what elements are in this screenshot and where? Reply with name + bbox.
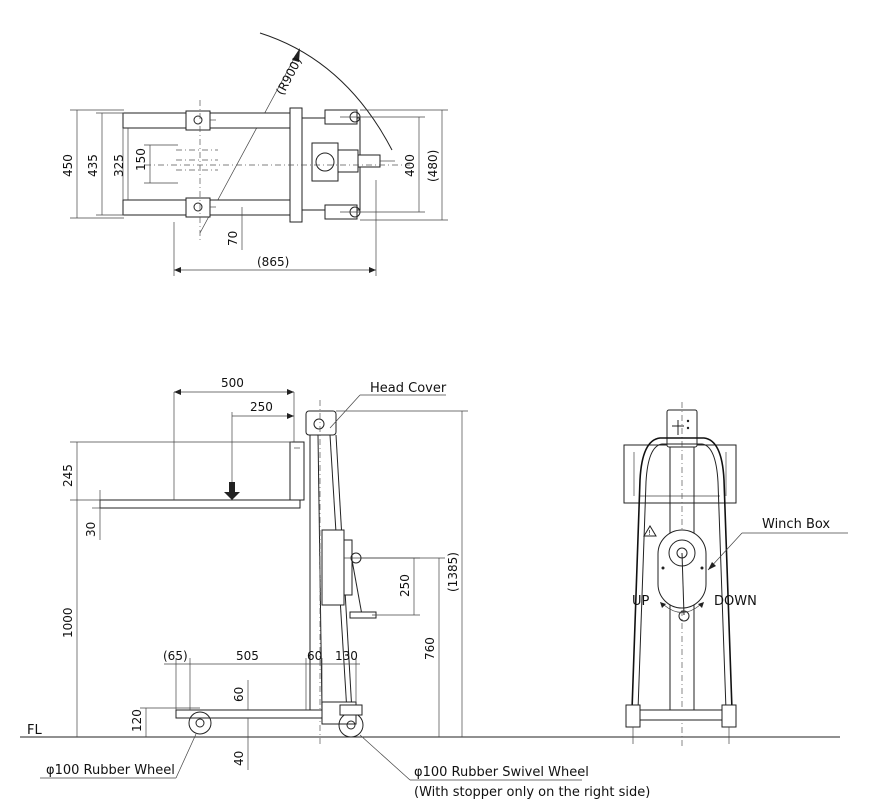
wheel-front-left xyxy=(625,704,641,728)
front-wheel-side xyxy=(188,711,212,735)
dim-505: 505 xyxy=(236,649,259,663)
dim-120: 120 xyxy=(130,709,144,732)
dim-245: 245 xyxy=(61,464,75,487)
dim-130: 130 xyxy=(335,649,358,663)
stopper-note: (With stopper only on the right side) xyxy=(414,785,650,800)
dim-150: 150 xyxy=(134,148,148,171)
dim-865: (865) xyxy=(257,255,289,269)
dim-60-vertical: 60 xyxy=(232,687,246,702)
svg-text:!: ! xyxy=(648,529,651,537)
dim-450: 450 xyxy=(61,154,75,177)
dim-250: 250 xyxy=(250,400,273,414)
winch-side xyxy=(321,529,345,606)
dim-1385: (1385) xyxy=(446,552,460,592)
front-view: ! UP DOWN Winch Box xyxy=(623,402,848,748)
rubber-wheel-label: φ100 Rubber Wheel xyxy=(46,763,175,778)
fork-side xyxy=(99,499,301,509)
dim-500: 500 xyxy=(221,376,244,390)
dim-65: (65) xyxy=(163,649,188,663)
winch-box xyxy=(657,529,707,609)
dim-1000: 1000 xyxy=(61,607,75,638)
winch-box-label: Winch Box xyxy=(762,517,830,532)
radius-arc xyxy=(259,32,393,151)
dim-480: (480) xyxy=(426,150,440,182)
head-cover-label: Head Cover xyxy=(370,381,447,396)
up-label: UP xyxy=(632,594,650,609)
down-label: DOWN xyxy=(714,594,757,609)
base-front xyxy=(627,709,737,721)
load-arrow-icon xyxy=(224,492,240,500)
head-cover xyxy=(305,410,337,436)
dim-40: 40 xyxy=(232,751,246,766)
dim-400: 400 xyxy=(403,154,417,177)
top-view: (R900) 450 xyxy=(61,32,448,276)
dim-250-vertical: 250 xyxy=(398,574,412,597)
base-side xyxy=(175,709,347,719)
carriage-side xyxy=(289,441,305,501)
rotation-arc xyxy=(663,604,701,613)
wheel-front-right xyxy=(721,704,737,728)
radius-arrowhead xyxy=(292,48,300,62)
dim-70: 70 xyxy=(226,231,240,246)
side-view: FL 500 xyxy=(20,376,840,800)
warning-icon xyxy=(643,525,657,537)
floor-label: FL xyxy=(27,723,42,738)
swivel-wheel-label: φ100 Rubber Swivel Wheel xyxy=(414,765,589,780)
dim-30: 30 xyxy=(84,522,98,537)
fork-roller-lower xyxy=(185,197,211,218)
dim-60-horizontal: 60 xyxy=(307,649,322,663)
radius-label: (R900) xyxy=(273,55,304,97)
dim-760: 760 xyxy=(423,637,437,660)
dim-325: 325 xyxy=(112,154,126,177)
dim-435: 435 xyxy=(86,154,100,177)
handle-arch xyxy=(631,437,733,711)
fork-roller-upper xyxy=(185,110,211,131)
